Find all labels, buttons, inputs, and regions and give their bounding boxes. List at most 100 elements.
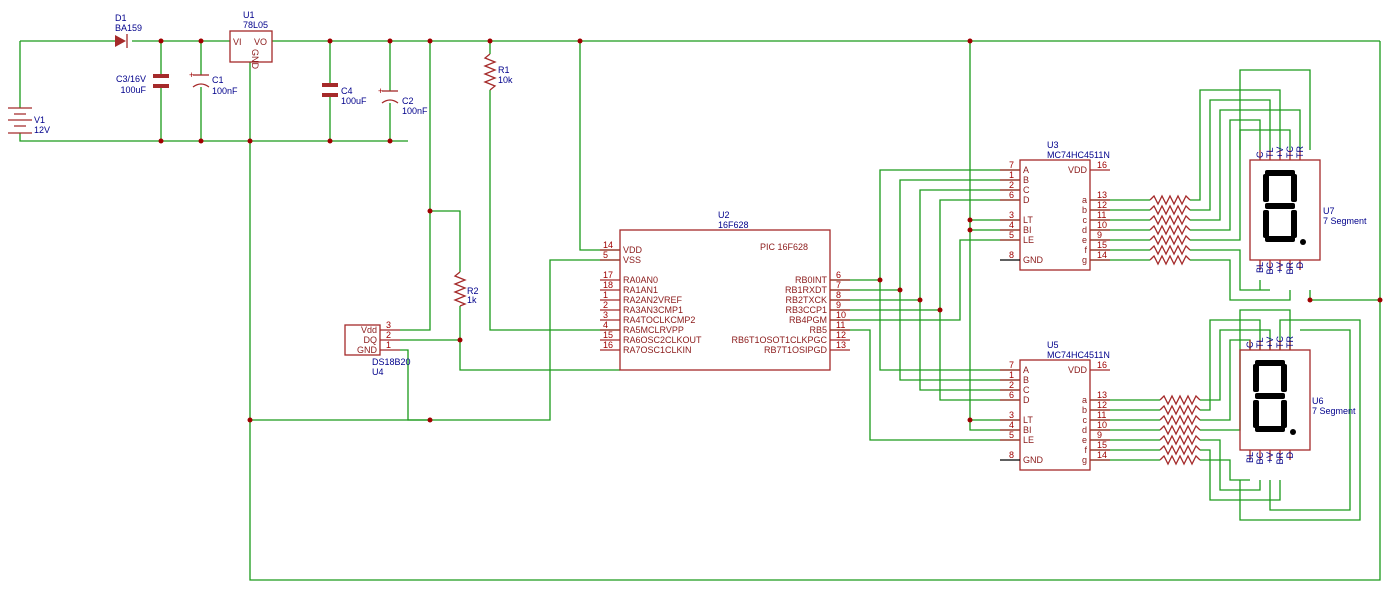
u2-pin-number: 4 [603, 320, 608, 330]
segment-resistor [1149, 204, 1191, 216]
junction [427, 417, 433, 423]
u2-pin-number: 15 [603, 330, 613, 340]
segment-resistor [1149, 254, 1191, 266]
display-pin-label: BR [1275, 452, 1285, 465]
decoder-pin-number: 4 [1009, 420, 1014, 430]
junction [247, 417, 253, 423]
decoder-pin-number: 7 [1009, 360, 1014, 370]
display-segment [1265, 203, 1295, 209]
decoder-pin-number: 2 [1009, 180, 1014, 190]
u2-pin-number: 17 [603, 270, 613, 280]
display-pin-label: D [1285, 452, 1295, 459]
c2-ref: C2 [402, 96, 414, 106]
display-pin-label: BL [1245, 452, 1255, 463]
display-decimal-point [1290, 429, 1296, 435]
decoder-pin-number: 9 [1097, 430, 1102, 440]
junction [967, 38, 973, 44]
u3-ref: U3 [1047, 140, 1059, 150]
junction [198, 38, 204, 44]
display-pin-label: BC [1255, 452, 1265, 465]
u2-pin-name: RA5MCLRVPP [623, 325, 684, 335]
decoder-pin-number: 11 [1097, 410, 1106, 420]
segment-resistor [1159, 454, 1201, 466]
c3-value: 100uF [120, 85, 146, 95]
u2-pin-number: 5 [603, 250, 608, 260]
u2-pin-name: RB6T1OSOT1CLKPGC [731, 335, 827, 345]
r1-ref: R1 [498, 65, 510, 75]
display-pin-label: TR [1285, 336, 1295, 348]
u5-value: MC74HC4511N [1047, 350, 1110, 360]
decoder-pin-name: c [1083, 215, 1088, 225]
v1-value: 12V [34, 125, 50, 135]
decoder-pin-number: 11 [1097, 210, 1106, 220]
u2-pin-number: 16 [603, 340, 613, 350]
decoder-pin-number: 3 [1009, 210, 1014, 220]
decoder-pin-number: 1 [1009, 370, 1014, 380]
junction [877, 277, 883, 283]
display-pin-label: +V [1265, 337, 1275, 348]
u2-pin-number: 8 [836, 290, 841, 300]
c1-ref: C1 [212, 75, 224, 85]
decoder-pin-name: f [1084, 445, 1087, 455]
u2-pin-number: 6 [836, 270, 841, 280]
display-segment [1291, 210, 1297, 238]
segment-resistor [1159, 424, 1201, 436]
segment-resistor [1149, 244, 1191, 256]
decoder-pin-name: LE [1023, 435, 1034, 445]
u2-pin-name: RB4PGM [789, 315, 827, 325]
display-segment [1265, 236, 1295, 242]
display-pin-label: +V [1275, 147, 1285, 158]
u1-value: 78L05 [243, 20, 268, 30]
display-segment [1291, 174, 1297, 202]
decoder-pin-name: g [1082, 255, 1087, 265]
decoder-pin-name: D [1023, 395, 1030, 405]
u2-pin-name: VDD [623, 245, 643, 255]
junctions [158, 38, 1383, 423]
d1-ref: D1 [115, 13, 127, 23]
display-pin-label: TR [1295, 146, 1305, 158]
junction [387, 38, 393, 44]
u6-segments [1253, 360, 1296, 435]
u6-ref: U6 [1312, 396, 1324, 406]
junction [198, 138, 204, 144]
u7-segments [1263, 170, 1306, 245]
display-segment [1255, 393, 1285, 399]
u2-pin-name: RA4TOCLKCMP2 [623, 315, 695, 325]
decoder-pin-number: 2 [1009, 380, 1014, 390]
display-pin-label: +V [1275, 262, 1285, 273]
u2-pin-name: RA2AN2VREF [623, 295, 683, 305]
junction [457, 337, 463, 343]
u2-pin-number: 11 [836, 320, 845, 330]
display-pin-label: TL [1255, 337, 1265, 348]
wires [19, 40, 1381, 581]
u2-pin-number: 2 [603, 300, 608, 310]
display-pin-label: C [1255, 151, 1265, 158]
decoder-pin-name: c [1083, 415, 1088, 425]
u2-pin-name: RA0AN0 [623, 275, 658, 285]
decoder-pin-name: C [1023, 385, 1030, 395]
decoder-pin-number: 13 [1097, 190, 1107, 200]
u2-pin-name: RB5 [809, 325, 827, 335]
display-pin-label: BR [1285, 262, 1295, 275]
display-pin-label: BC [1265, 262, 1275, 275]
u4-ref: U4 [372, 367, 384, 377]
segment-resistor [1159, 394, 1201, 406]
resistor-r2: R2 1k [453, 271, 479, 307]
decoder-pin-number: 8 [1009, 250, 1014, 260]
decoder-pin-number: 14 [1097, 450, 1107, 460]
decoder-pin-name: B [1023, 375, 1029, 385]
decoder-pin-name: BI [1023, 225, 1032, 235]
u2-pin-number: 7 [836, 280, 841, 290]
decoder-pin-number: 4 [1009, 220, 1014, 230]
u2-pin-name: RA6OSC2CLKOUT [623, 335, 702, 345]
resistor-array-bottom [1159, 394, 1201, 466]
junction [427, 208, 433, 214]
decoder-pin-name: d [1082, 425, 1087, 435]
u7-value: 7 Segment [1323, 216, 1367, 226]
sensor-u4: Vdd DQ GND 3 2 1 DS18B20 U4 [344, 320, 411, 377]
junction [327, 38, 333, 44]
display-pin-label: TL [1265, 147, 1275, 158]
